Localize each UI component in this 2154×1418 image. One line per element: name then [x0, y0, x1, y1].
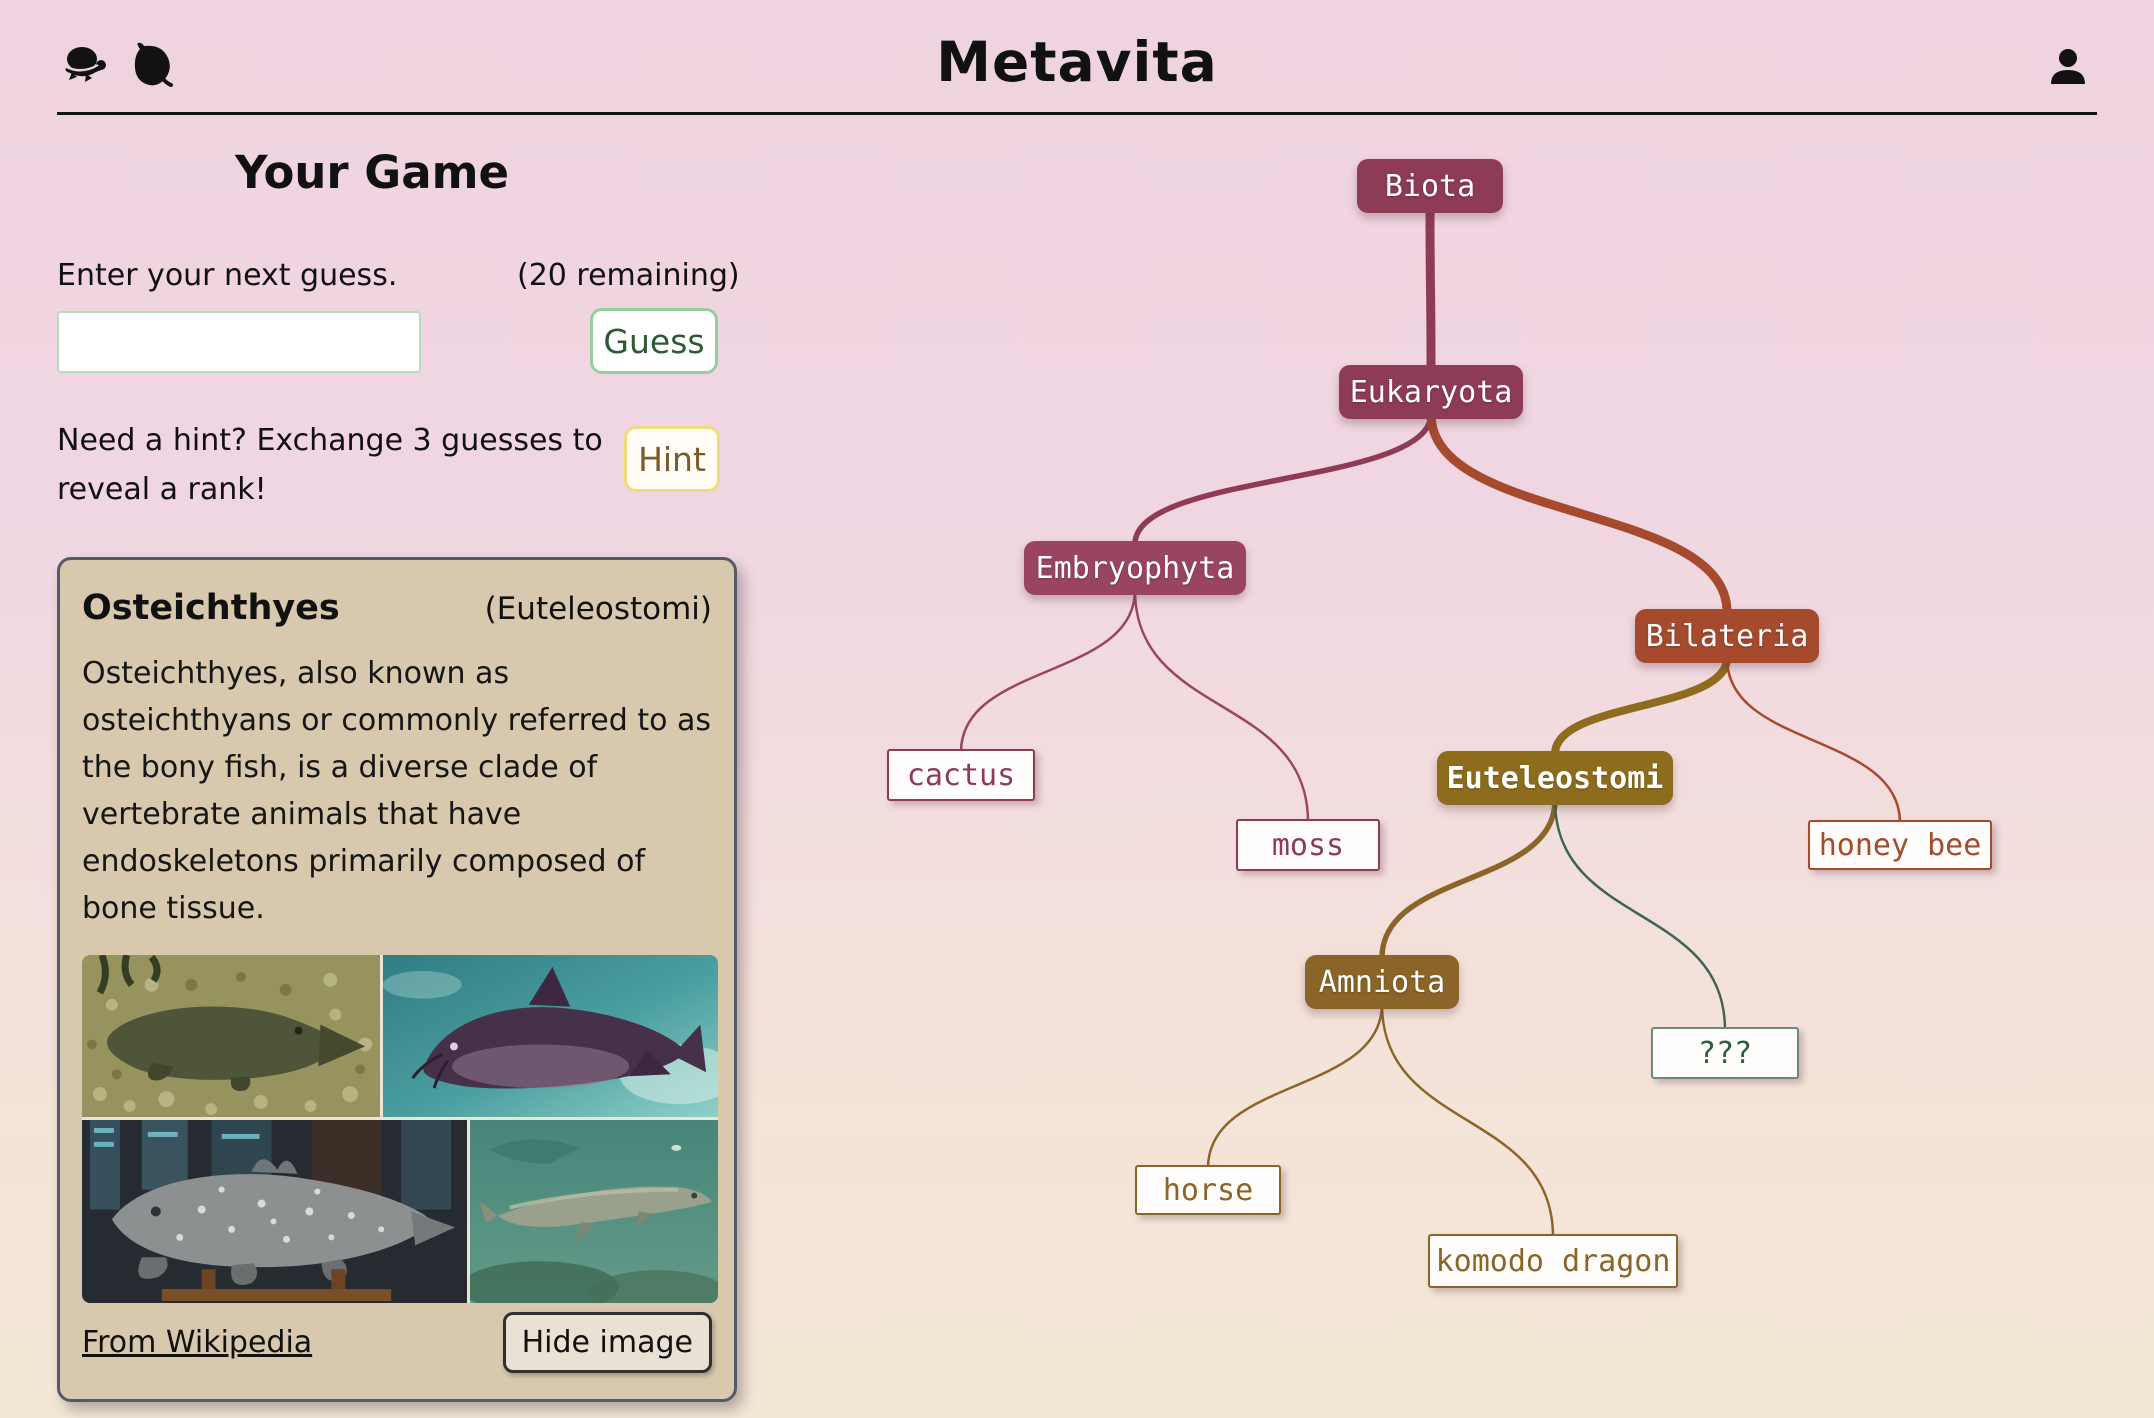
nav-icons	[60, 40, 174, 90]
tree-edge-amniota-komodo	[1380, 1002, 1555, 1239]
top-bar: Metavita	[57, 0, 2097, 115]
card-footer: From Wikipedia Hide image	[82, 1312, 712, 1373]
tree-node-amniota[interactable]: Amniota	[1305, 955, 1459, 1009]
tree-node-mystery[interactable]: ???	[1651, 1027, 1799, 1079]
tree-node-cactus[interactable]: cactus	[887, 749, 1035, 801]
tree-edge-embryophyta-cactus	[959, 588, 1137, 754]
user-icon[interactable]	[2047, 46, 2089, 88]
hint-button[interactable]: Hint	[624, 426, 720, 492]
tree-edge-euteleostomi-amniota	[1379, 797, 1558, 961]
app-title: Metavita	[936, 30, 1218, 94]
hide-image-button[interactable]: Hide image	[502, 1312, 712, 1373]
card-header: Osteichthyes (Euteleostomi)	[82, 588, 712, 628]
tree-node-euteleostomi[interactable]: Euteleostomi	[1437, 751, 1673, 805]
tree-node-honeybee[interactable]: honey bee	[1808, 820, 1992, 870]
sturgeon-photo	[470, 1119, 718, 1303]
tree-edge-bilateria-honeybee	[1725, 656, 1902, 825]
tree-node-eukaryota[interactable]: Eukaryota	[1339, 365, 1523, 419]
section-heading: Your Game	[235, 146, 509, 199]
tree-node-horse[interactable]: horse	[1135, 1165, 1281, 1215]
lungfish-photo	[82, 954, 380, 1117]
hint-text: Need a hint? Exchange 3 guesses to revea…	[57, 423, 603, 507]
taxon-subtitle: (Euteleostomi)	[484, 591, 712, 627]
tree-node-embryophyta[interactable]: Embryophyta	[1024, 541, 1246, 595]
leaf-icon[interactable]	[128, 40, 174, 90]
guess-input[interactable]	[57, 311, 421, 373]
coelacanth-photo	[82, 1119, 467, 1303]
tree-edge-embryophyta-moss	[1133, 588, 1310, 824]
tree-edge-bilateria-euteleostomi	[1551, 654, 1731, 758]
taxon-title: Osteichthyes	[82, 588, 340, 628]
tree-edge-euteleostomi-mystery	[1553, 798, 1727, 1032]
guesses-remaining: (20 remaining)	[517, 258, 740, 293]
tree-node-moss[interactable]: moss	[1236, 819, 1380, 871]
wikipedia-link[interactable]: From Wikipedia	[82, 1325, 313, 1360]
photo-collage	[82, 954, 718, 1303]
tree-edge-biota-eukaryota	[1425, 203, 1436, 373]
taxon-description: Osteichthyes, also known as osteichthyan…	[82, 656, 711, 927]
tree-edge-eukaryota-embryophyta	[1132, 411, 1434, 547]
guess-prompt: Enter your next guess.	[57, 258, 398, 293]
tree-edge-amniota-horse	[1206, 1002, 1384, 1170]
guess-button[interactable]: Guess	[590, 308, 718, 374]
tree-node-biota[interactable]: Biota	[1357, 159, 1503, 213]
catfish-photo	[383, 954, 718, 1117]
taxon-info-card: Osteichthyes (Euteleostomi) Osteichthyes…	[57, 557, 737, 1402]
tree-node-bilateria[interactable]: Bilateria	[1635, 609, 1819, 663]
tree-node-komodo[interactable]: komodo dragon	[1428, 1234, 1678, 1288]
tree-edge-eukaryota-bilateria	[1426, 409, 1732, 617]
turtle-icon[interactable]	[60, 40, 110, 88]
